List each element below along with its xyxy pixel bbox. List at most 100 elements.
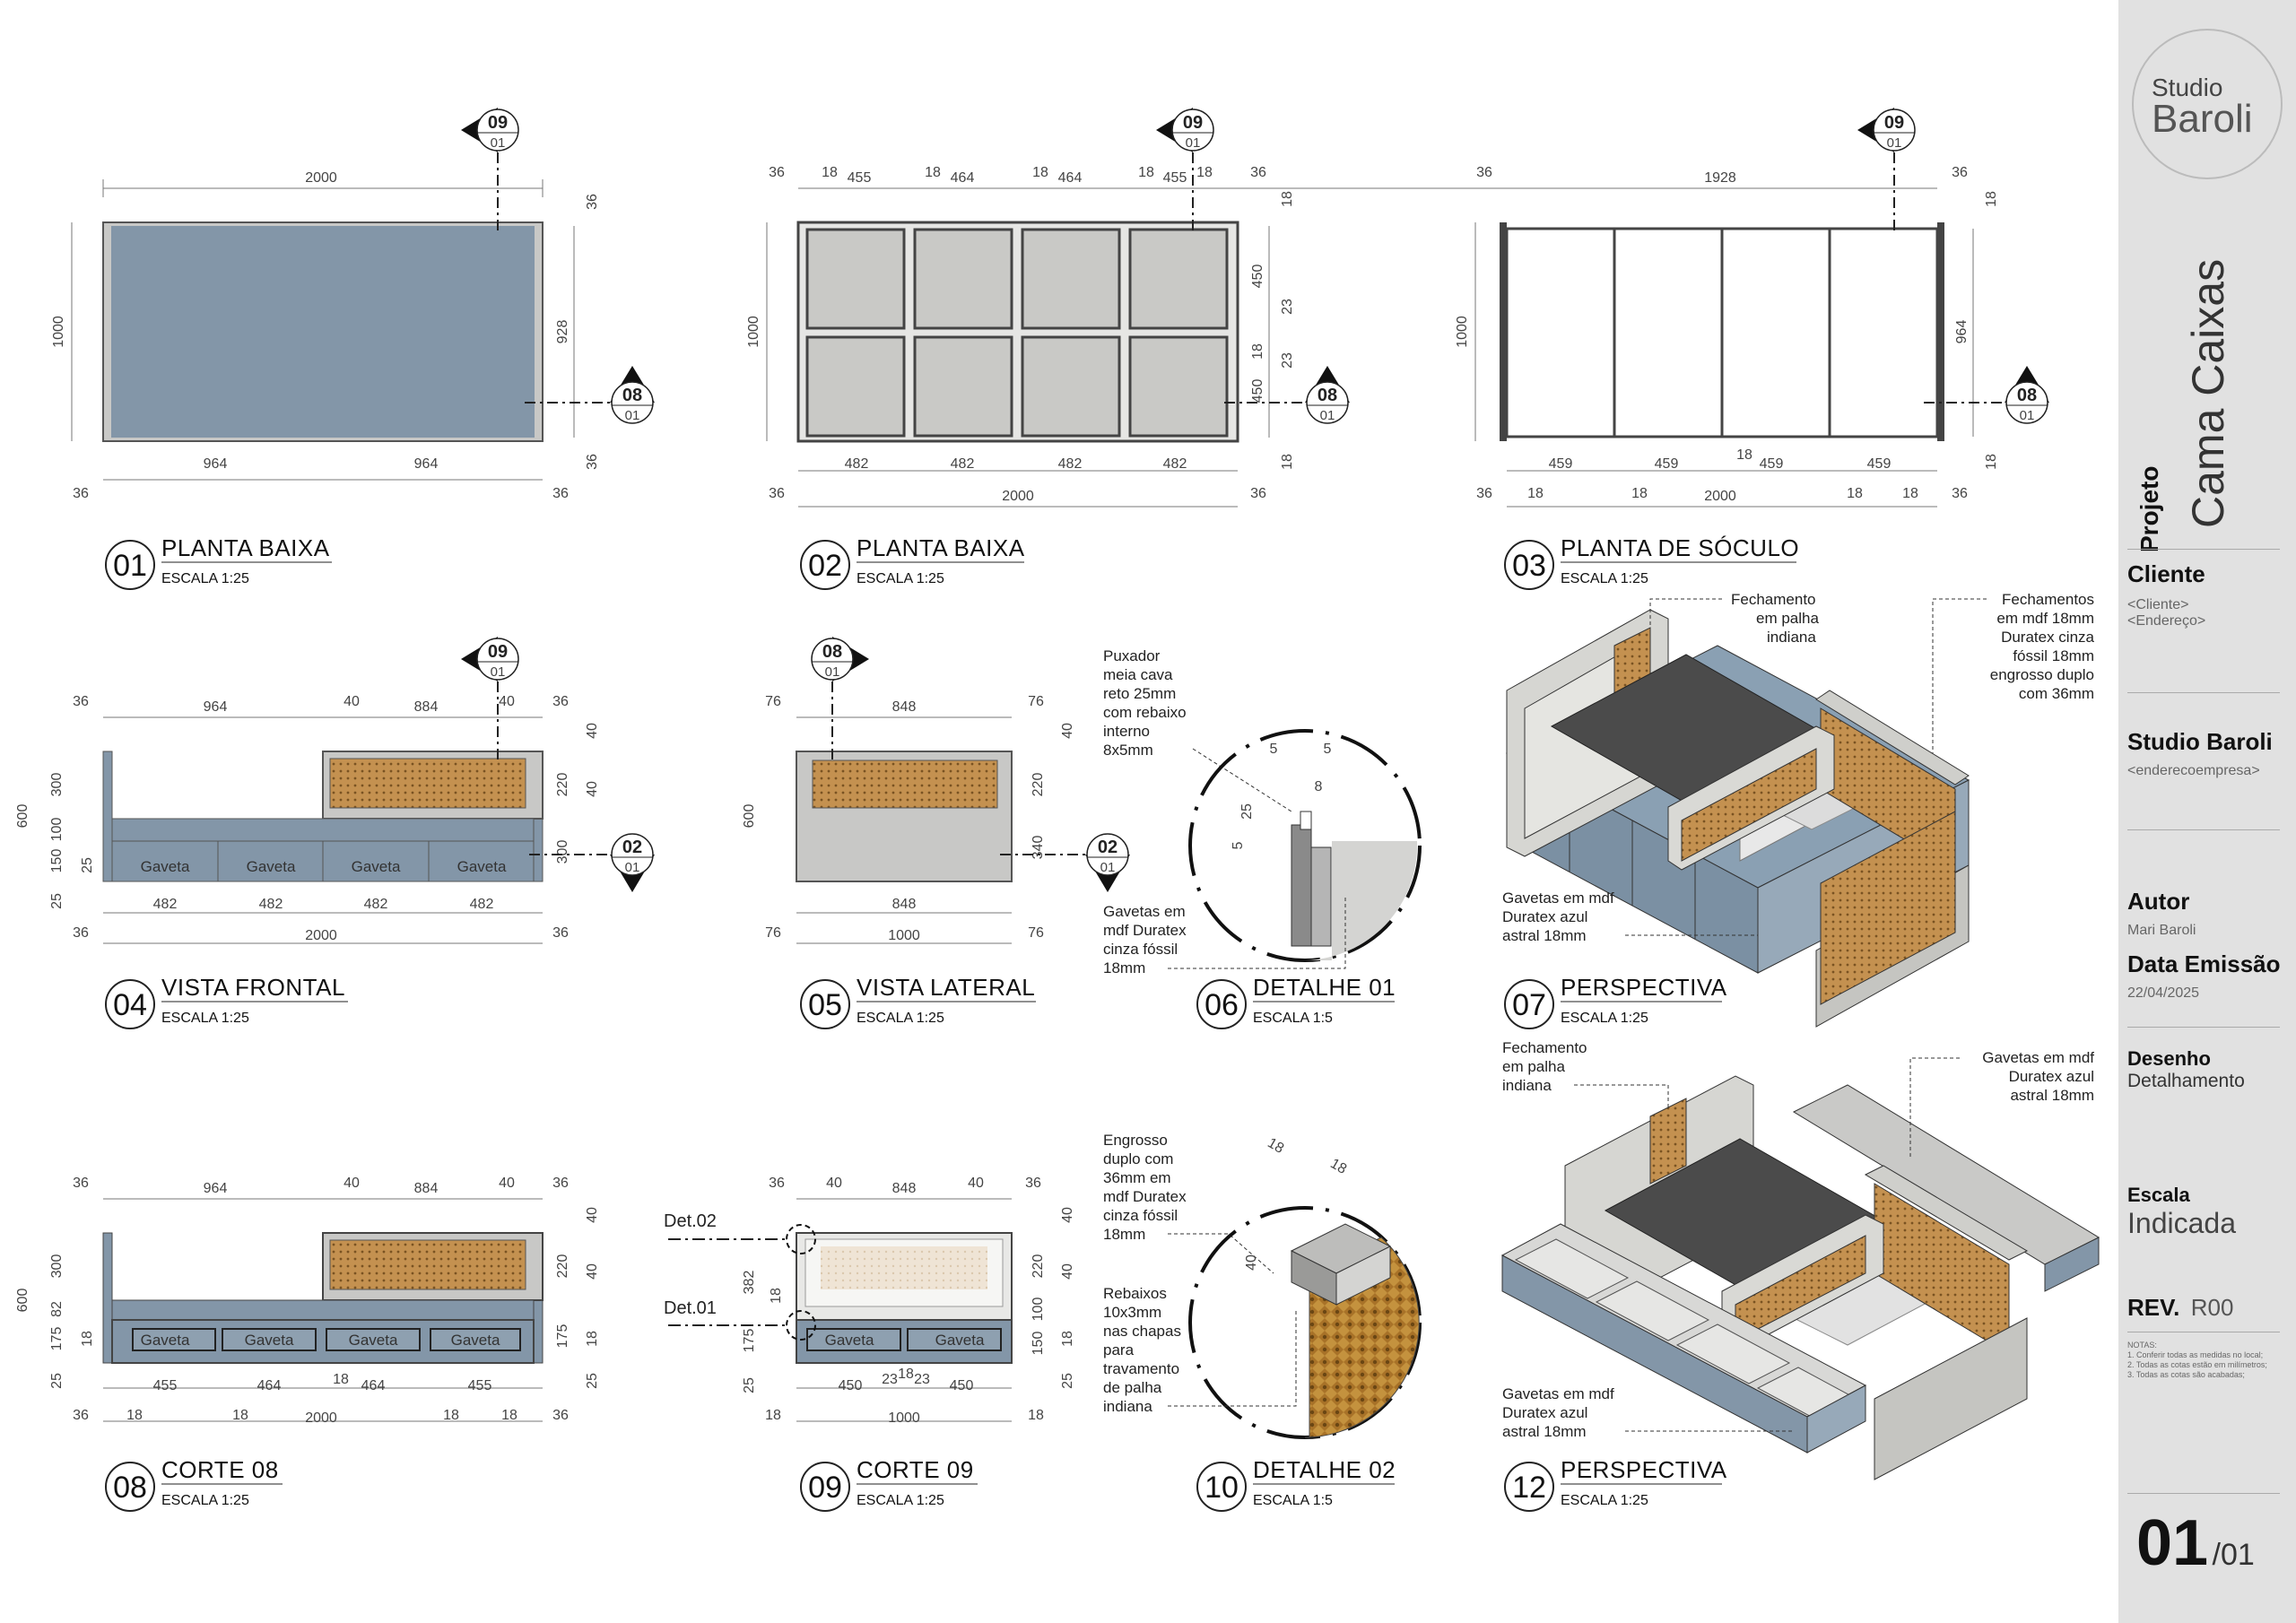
svg-text:Gavetas em mdf: Gavetas em mdf: [1502, 1385, 1614, 1402]
dim-text: 36: [73, 925, 89, 941]
note-line: 3. Todas as cotas são acabadas;: [2127, 1370, 2245, 1379]
dim-text: 464: [257, 1378, 282, 1393]
svg-text:8x5mm: 8x5mm: [1103, 742, 1153, 759]
svg-text:36mm em: 36mm em: [1103, 1169, 1171, 1186]
project-block: Projeto Cama Caixas: [2127, 259, 2289, 552]
view-number: 01: [113, 549, 147, 583]
dim-text: 25: [585, 1373, 600, 1389]
company-logo: Studio Baroli: [2132, 29, 2283, 179]
dim-text: 36: [73, 486, 89, 501]
dim-text: 300: [555, 840, 570, 864]
dim-text: 36: [1476, 486, 1492, 501]
view-number: 05: [808, 988, 842, 1022]
dim-text: 482: [153, 897, 178, 912]
dim-text: 18: [1280, 454, 1295, 470]
dim-text: 2000: [305, 1410, 337, 1426]
dim-text: 18: [1847, 486, 1863, 501]
dim-text: 36: [1952, 486, 1968, 501]
dim-text: 36: [73, 694, 89, 709]
svg-text:Rebaixos: Rebaixos: [1103, 1285, 1167, 1302]
svg-text:reto 25mm: reto 25mm: [1103, 685, 1176, 702]
dim-text: 450: [1250, 379, 1265, 404]
dim-text: 40: [499, 694, 515, 709]
section-marker-02: 02 01: [610, 833, 655, 892]
view-title: VISTA LATERAL: [857, 974, 1035, 1001]
author-label: Autor: [2127, 888, 2190, 915]
svg-text:18mm: 18mm: [1103, 1226, 1145, 1243]
section-marker-09: 09 01: [461, 108, 535, 152]
dim-text: 18: [1984, 191, 1999, 207]
svg-text:astral 18mm: astral 18mm: [2010, 1087, 2094, 1104]
dim-text: 1000: [1455, 316, 1470, 348]
section-marker-09: 09 01: [1156, 108, 1214, 152]
view-number: 06: [1205, 988, 1239, 1022]
note-fechamento-palha: Fechamento em palha indiana: [1731, 591, 1819, 646]
view-number: 08: [113, 1471, 147, 1505]
svg-text:fóssil 18mm: fóssil 18mm: [2013, 647, 2094, 664]
company-block: Studio Baroli <enderecoempresa>: [2127, 728, 2289, 779]
dim-text: 884: [414, 699, 439, 715]
logo-text-top: Studio: [2152, 74, 2223, 101]
svg-text:10x3mm: 10x3mm: [1103, 1304, 1161, 1321]
dim-text: 18: [1028, 1408, 1044, 1423]
svg-text:Duratex azul: Duratex azul: [1502, 1404, 1587, 1421]
dim-text: 1928: [1704, 170, 1736, 186]
view-title: PERSPECTIVA: [1561, 974, 1727, 1001]
view-number: 10: [1205, 1471, 1239, 1505]
dim-text: 18: [333, 1372, 349, 1387]
dim-text: 40: [344, 694, 360, 709]
date-block: Data Emissão 22/04/2025: [2127, 950, 2289, 1002]
dim-text: 100: [49, 818, 65, 842]
dim-text: 459: [1867, 456, 1892, 472]
dim-text: 18: [1060, 1331, 1075, 1347]
dim-text: 964: [204, 456, 228, 472]
dim-text: 40: [826, 1176, 842, 1191]
dim-text: 82: [49, 1301, 65, 1317]
view-scale: ESCALA 1:25: [857, 1011, 944, 1026]
dim-text: 36: [1025, 1176, 1041, 1191]
drawer-label: Gaveta: [141, 1332, 190, 1349]
notes-block: NOTAS: 1. Conferir todas as medidas no l…: [2127, 1341, 2289, 1380]
dim-text: 928: [555, 320, 570, 344]
drawer-label: Gaveta: [247, 858, 296, 875]
drawer-label: Gaveta: [451, 1332, 500, 1349]
dim-text: 600: [742, 804, 757, 829]
drawer-label: Gaveta: [352, 858, 401, 875]
drawer-label: Gaveta: [141, 858, 190, 875]
marker-sheet: 01: [1887, 135, 1902, 151]
section-marker-09: 09 01: [1857, 108, 1916, 152]
dim-text: 482: [951, 456, 975, 472]
dim-text: 464: [1058, 170, 1083, 186]
dim-text: 459: [1655, 456, 1679, 472]
note-line: 1. Conferir todas as medidas no local;: [2127, 1350, 2264, 1359]
dim-text: 5: [1270, 742, 1278, 757]
svg-text:para: para: [1103, 1341, 1135, 1358]
view-03-planta-soculo: 1928 36 36 1000 964 18 18 459 459 459 45…: [1040, 108, 2049, 590]
dim-text: 482: [364, 897, 388, 912]
scale-label: Escala: [2127, 1184, 2190, 1206]
svg-text:cinza fóssil: cinza fóssil: [1103, 1207, 1178, 1224]
dim-text: 455: [468, 1378, 492, 1393]
dim-text: 455: [848, 170, 872, 186]
svg-text:nas chapas: nas chapas: [1103, 1323, 1181, 1340]
note-fechamento-palha-2: Fechamento em palha indiana: [1502, 1039, 1587, 1094]
view-number: 09: [808, 1471, 842, 1505]
dim-text: 23: [914, 1372, 930, 1387]
dim-text: 18: [232, 1408, 248, 1423]
svg-text:com rebaixo: com rebaixo: [1103, 704, 1187, 721]
dim-text: 18: [1736, 447, 1752, 463]
dim-text: 175: [555, 1324, 570, 1349]
dim-text: 459: [1549, 456, 1573, 472]
dim-text: 1000: [746, 316, 761, 348]
dim-text: 23: [1280, 352, 1295, 369]
dim-text: 300: [49, 773, 65, 797]
dim-text: 18: [925, 165, 941, 180]
dim-text: 18: [501, 1408, 517, 1423]
dim-text: 18: [126, 1408, 143, 1423]
dim-text: 964: [204, 1181, 228, 1196]
dim-text: 450: [1250, 265, 1265, 289]
dim-text: 40: [1060, 1207, 1075, 1223]
dim-text: 175: [49, 1327, 65, 1351]
view-number: 12: [1512, 1471, 1546, 1505]
marker-number: 09: [1183, 113, 1203, 133]
